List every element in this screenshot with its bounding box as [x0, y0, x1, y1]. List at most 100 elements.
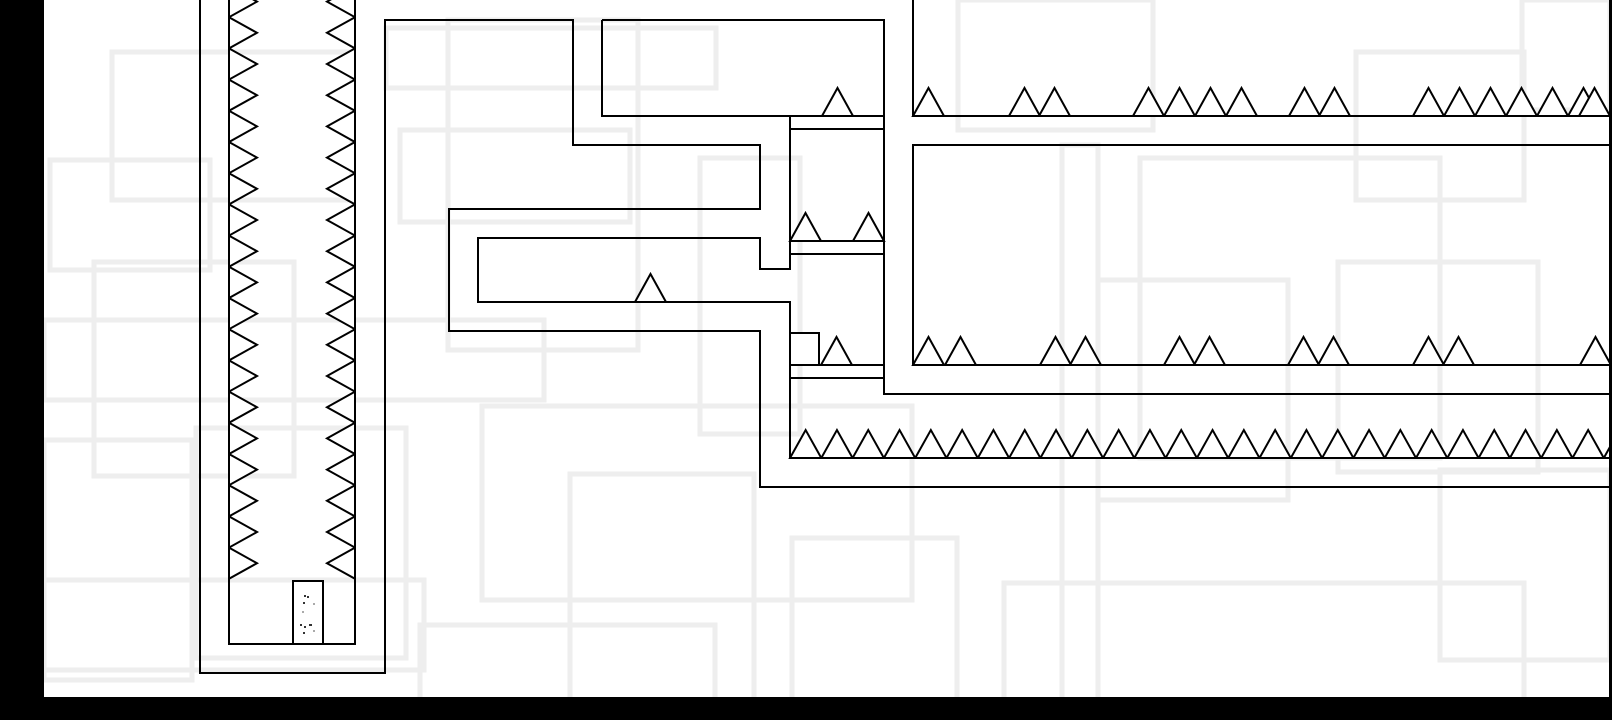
spike: [1414, 427, 1450, 459]
spike: [324, 77, 356, 113]
spike: [1038, 334, 1073, 366]
spike: [1287, 85, 1322, 117]
spike: [324, 140, 356, 175]
spike: [1192, 334, 1227, 366]
spike: [324, 514, 356, 550]
spike: [1101, 427, 1137, 459]
spike: [1162, 85, 1197, 117]
bottom-frame: [44, 697, 1612, 720]
spike: [324, 46, 356, 82]
spike: [1068, 334, 1103, 366]
spike: [228, 545, 260, 581]
right-frame: [1609, 0, 1612, 720]
spike: [1317, 85, 1352, 117]
spike: [1316, 334, 1351, 366]
spike: [1577, 85, 1612, 117]
spike: [1037, 85, 1072, 117]
spike: [1539, 427, 1575, 459]
spike: [1007, 85, 1042, 117]
spike: [1508, 427, 1543, 459]
spike: [1163, 427, 1199, 459]
spike: [228, 202, 260, 238]
spike: [324, 202, 356, 238]
spike: [1069, 427, 1105, 459]
spike: [1286, 334, 1321, 366]
spike: [228, 46, 260, 82]
spike: [820, 85, 855, 117]
spike: [1007, 427, 1043, 459]
spike: [228, 265, 260, 300]
spike: [324, 0, 356, 19]
spike: [324, 233, 356, 269]
spike: [1131, 85, 1166, 117]
spike: [1504, 85, 1539, 117]
spike: [976, 427, 1011, 459]
spike: [324, 483, 356, 519]
exit-door[interactable]: [292, 580, 324, 645]
spike: [882, 427, 917, 459]
spike: [228, 327, 260, 363]
spike: [913, 427, 949, 459]
spike: [1442, 85, 1477, 117]
spike: [911, 334, 946, 366]
spike: [943, 334, 978, 366]
left-frame: [0, 0, 44, 720]
spike: [788, 210, 823, 242]
spike: [1195, 427, 1230, 459]
spike: [1476, 427, 1512, 459]
spike: [819, 334, 854, 366]
spike: [324, 265, 356, 300]
spikes: [228, 0, 1612, 581]
spike: [228, 140, 260, 175]
spike: [324, 15, 356, 51]
spike: [228, 77, 260, 113]
spike: [1193, 85, 1228, 117]
spike: [228, 233, 260, 269]
spike: [1382, 427, 1418, 459]
spike: [228, 452, 260, 487]
spike: [228, 0, 260, 19]
spike: [1320, 427, 1356, 459]
spike: [324, 545, 356, 581]
spike: [1570, 427, 1606, 459]
spike: [819, 427, 855, 459]
spike: [851, 210, 886, 242]
spike: [324, 452, 356, 487]
spike: [633, 271, 668, 303]
spike: [324, 358, 356, 394]
spike: [1445, 427, 1481, 459]
spike: [324, 389, 356, 425]
spike: [1289, 427, 1324, 459]
spike: [1132, 427, 1168, 459]
spike: [324, 296, 356, 331]
spike: [324, 421, 356, 456]
spike: [324, 171, 356, 207]
level-walls: [199, 0, 1610, 674]
spike: [1578, 334, 1612, 366]
spike: [1226, 427, 1262, 459]
spike: [228, 483, 260, 519]
spike: [1411, 334, 1446, 366]
spike: [850, 427, 886, 459]
spike: [1351, 427, 1387, 459]
spike: [1441, 334, 1476, 366]
spike: [324, 109, 356, 144]
spike: [228, 109, 260, 144]
spike: [228, 389, 260, 425]
spike: [788, 427, 824, 459]
spike: [1038, 427, 1074, 459]
spike: [1473, 85, 1508, 117]
spike: [228, 358, 260, 394]
spike: [228, 171, 260, 207]
player-square: [789, 332, 820, 366]
spike: [1162, 334, 1197, 366]
spike: [911, 85, 946, 117]
spike: [1535, 85, 1570, 117]
spike: [944, 427, 980, 459]
spike: [228, 421, 260, 456]
spike: [1257, 427, 1293, 459]
spike: [1411, 85, 1446, 117]
spike: [228, 15, 260, 51]
spike: [228, 296, 260, 331]
